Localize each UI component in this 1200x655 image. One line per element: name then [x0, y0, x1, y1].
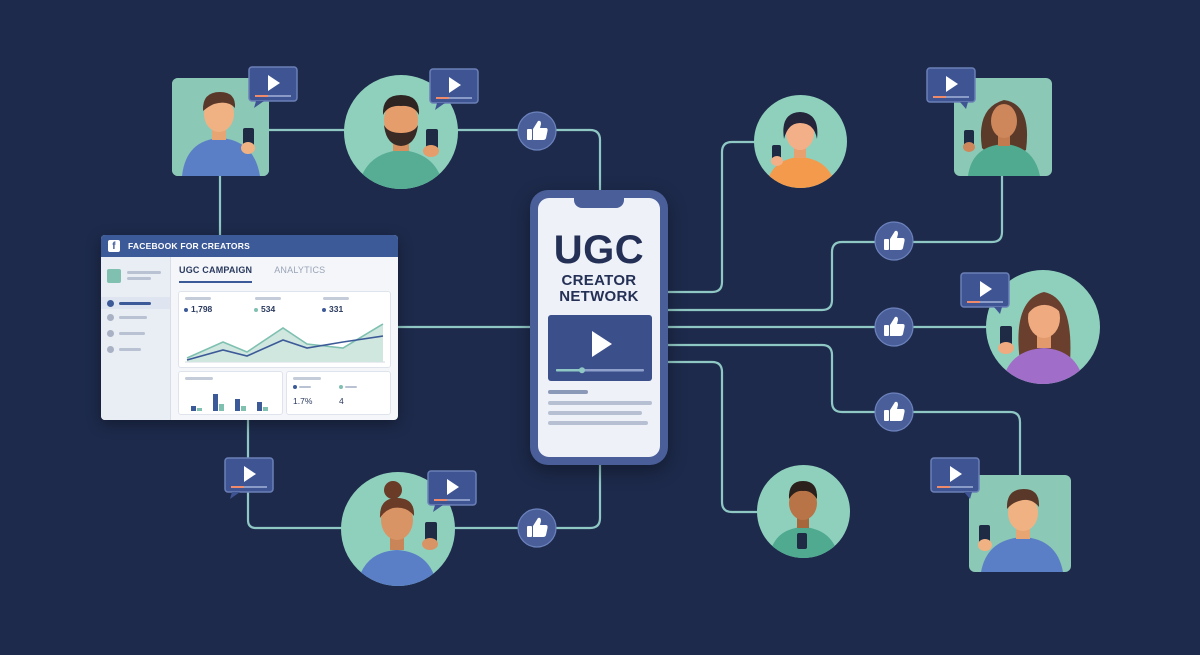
play-icon [950, 466, 962, 482]
line-chart-card: 1,798 534 331 [178, 291, 391, 368]
facebook-creators-dashboard: f FACEBOOK FOR CREATORS UGC CAMPAIGN ANA… [101, 235, 398, 420]
video-bubble-7 [930, 457, 980, 499]
creator-avatar-5 [986, 270, 1100, 384]
gear-icon [107, 329, 114, 337]
user-icon [107, 345, 114, 353]
metric-count: 4 [339, 396, 344, 406]
bar-chart-icon [107, 313, 114, 321]
facebook-icon: f [108, 240, 120, 252]
facebook-icon [107, 299, 114, 307]
progress-knob [579, 367, 585, 374]
bar-chart-card [178, 371, 283, 415]
metric-rate: 1.7% [293, 396, 313, 406]
sidebar-avatar [107, 269, 121, 283]
video-bubble-1 [248, 66, 298, 108]
play-icon [244, 466, 256, 482]
play-icon [447, 479, 459, 495]
play-icon [946, 76, 958, 92]
thumbs-up-icon [874, 221, 914, 261]
phone-title: UGC [553, 228, 645, 272]
play-icon [592, 331, 612, 357]
creator-avatar-3 [754, 95, 847, 188]
mini-bar-chart [191, 394, 268, 411]
video-bubble-6 [427, 470, 477, 512]
sidebar-item-stats[interactable] [107, 313, 147, 321]
video-bubble-4 [960, 272, 1010, 314]
creator-avatar-1 [172, 78, 269, 176]
creator-avatar-2 [344, 75, 458, 189]
dashboard-title: FACEBOOK FOR CREATORS [128, 241, 250, 251]
play-icon [449, 77, 461, 93]
smartphone-icon: UGC CREATOR NETWORK [530, 190, 668, 465]
video-bubble-3 [926, 67, 976, 109]
video-bubble-5 [224, 457, 274, 499]
thumbs-up-icon [517, 111, 557, 151]
phone-screen: UGC CREATOR NETWORK [538, 198, 660, 457]
thumbs-up-icon [874, 307, 914, 347]
tab-analytics[interactable]: ANALYTICS [274, 265, 326, 275]
creator-avatar-8 [969, 475, 1071, 572]
dashboard-sidebar [101, 257, 171, 420]
thumbs-up-icon [874, 392, 914, 432]
phone-notch [574, 198, 624, 208]
dashboard-titlebar: f FACEBOOK FOR CREATORS [101, 235, 398, 257]
stat-clicks: 331 [322, 304, 343, 314]
video-bubble-2 [429, 68, 479, 110]
sidebar-item-settings[interactable] [107, 329, 145, 337]
trend-line-chart [185, 323, 385, 363]
dashboard-tabs: UGC CAMPAIGN ANALYTICS [179, 265, 347, 283]
sidebar-item-profile[interactable] [107, 345, 141, 353]
tab-ugc-campaign[interactable]: UGC CAMPAIGN [179, 265, 253, 283]
play-icon [980, 281, 992, 297]
thumbs-up-icon [517, 508, 557, 548]
play-icon [268, 75, 280, 91]
phone-subtitle: CREATOR NETWORK [559, 272, 639, 305]
stat-engagement: 534 [254, 304, 275, 314]
creator-avatar-7 [757, 465, 850, 558]
sidebar-item-active[interactable] [101, 297, 170, 309]
metrics-card: 1.7% 4 [286, 371, 391, 415]
video-player[interactable] [548, 315, 652, 381]
stat-views: 1,798 [184, 304, 212, 314]
